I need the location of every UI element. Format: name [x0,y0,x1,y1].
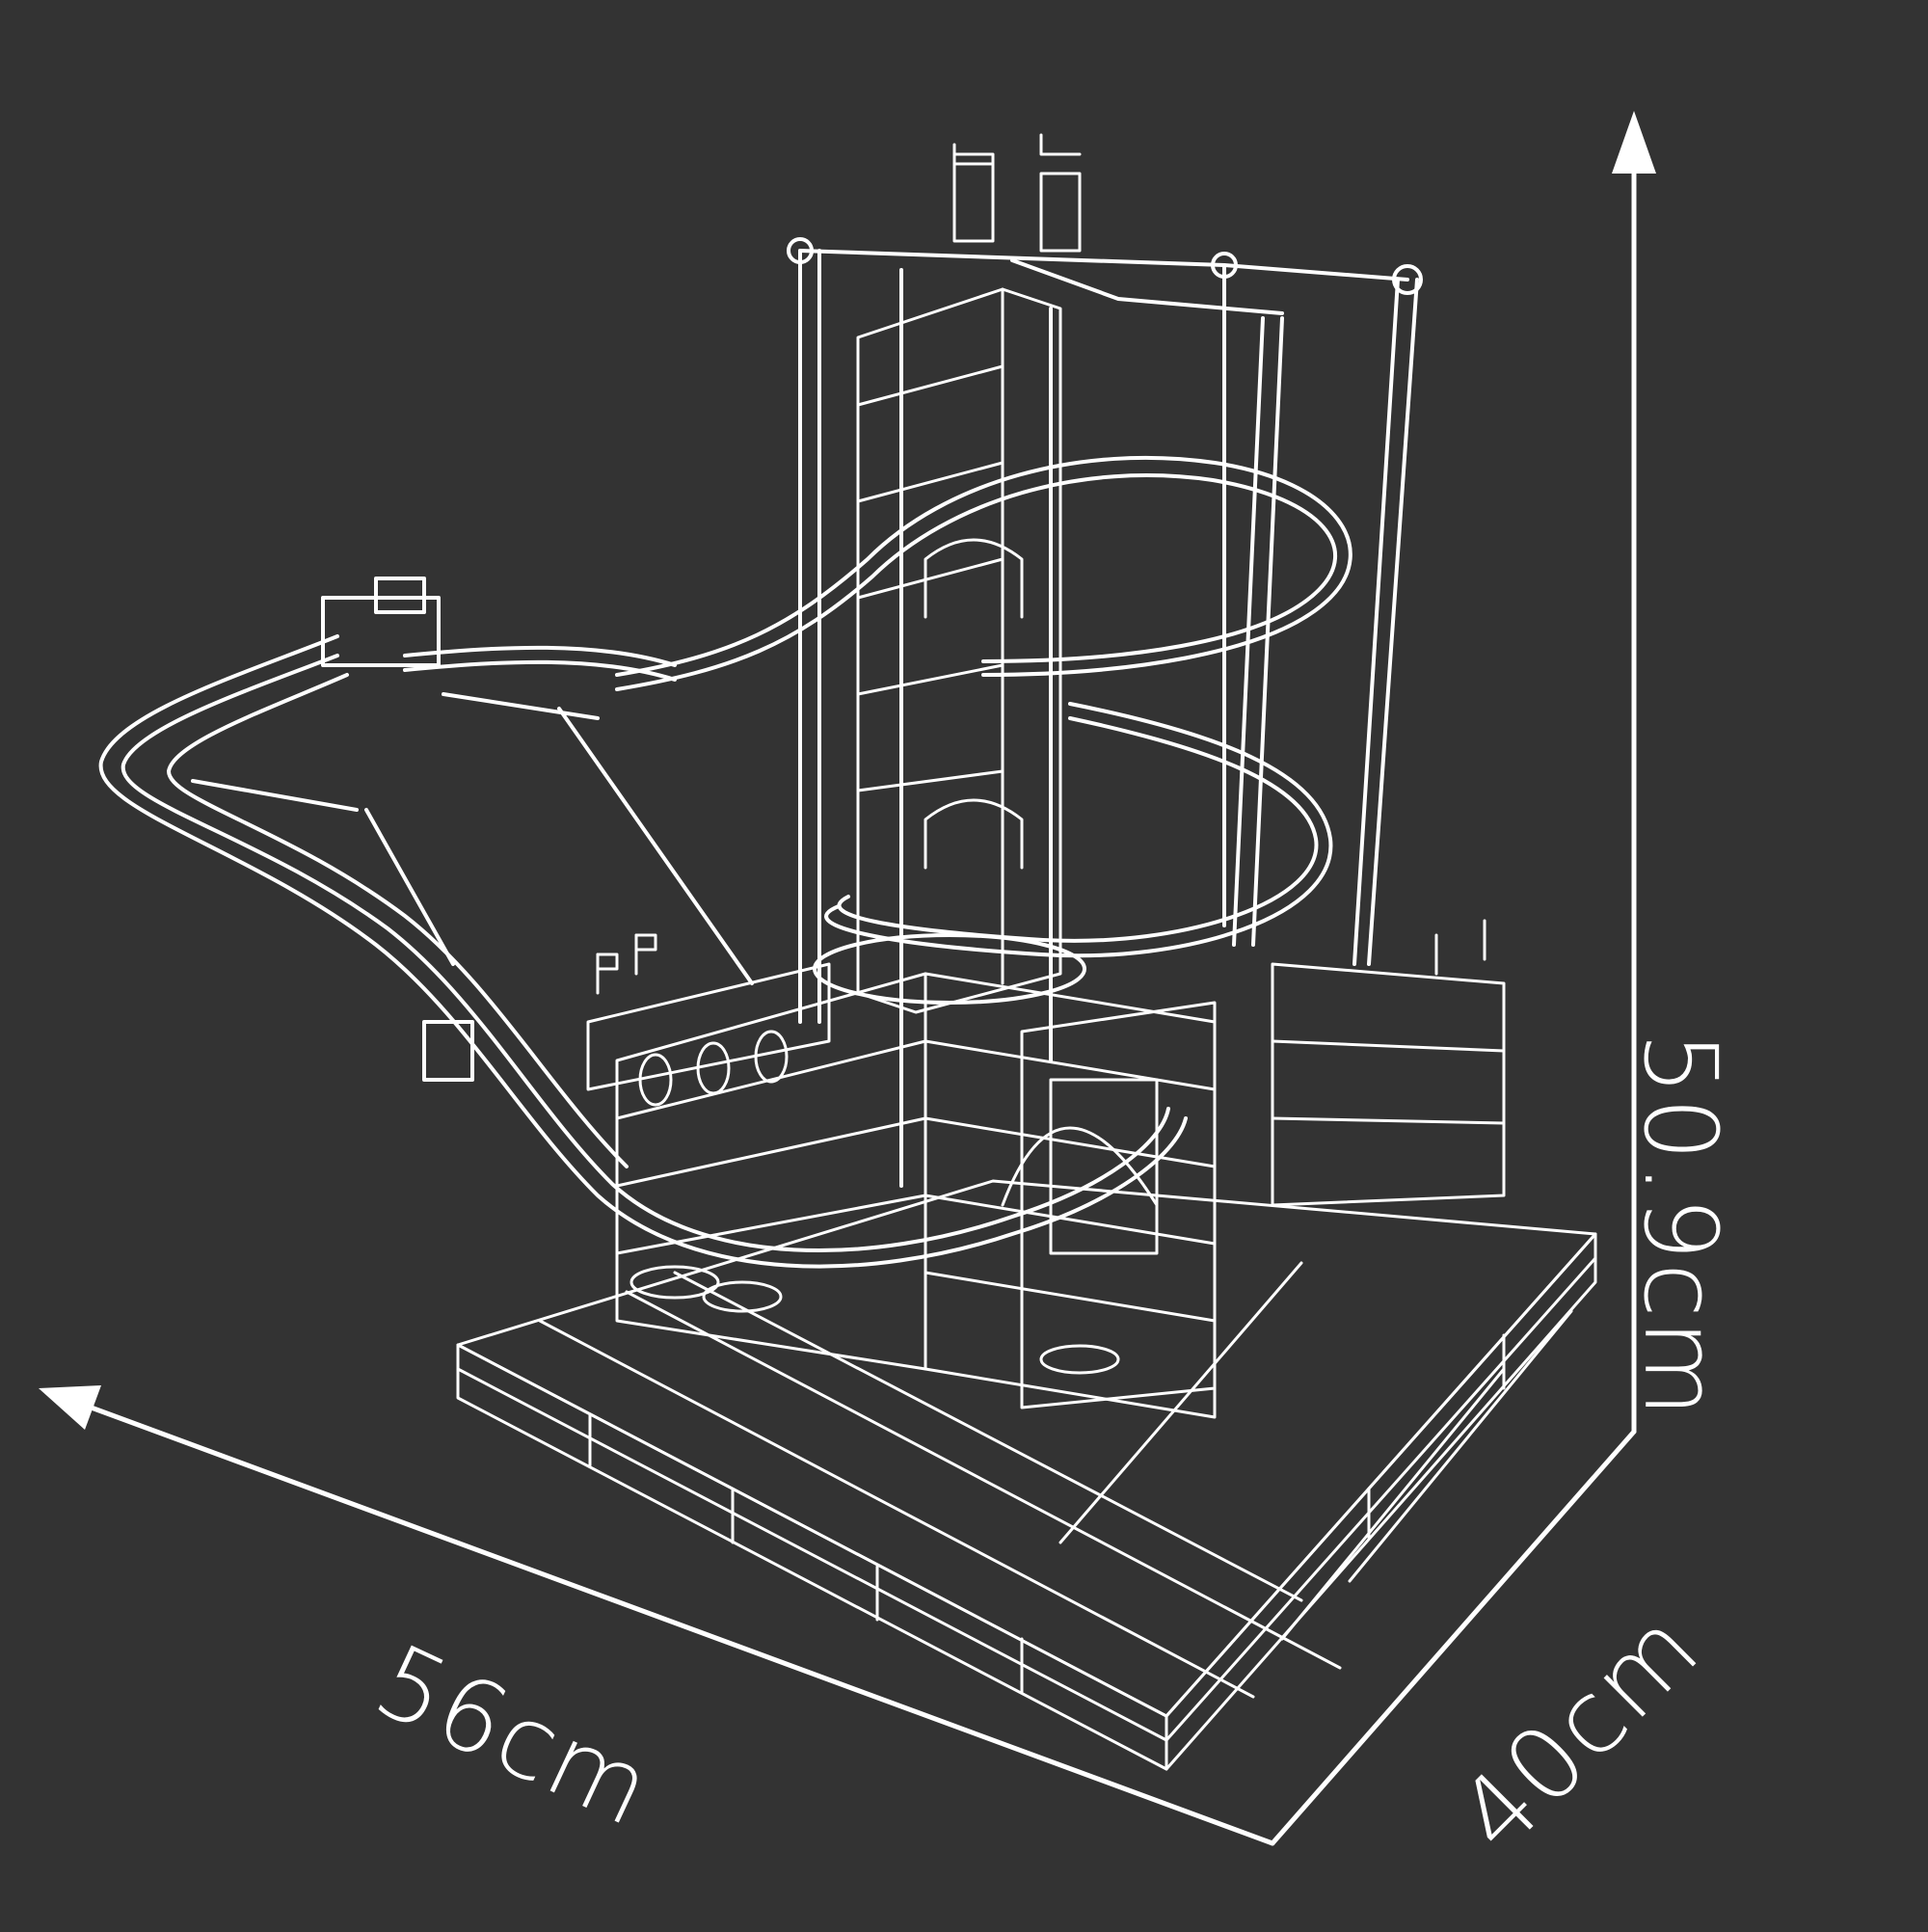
castle-walls [586,962,1506,1419]
width-dimension-line [57,1393,1275,1846]
width-arrowhead [39,1385,101,1430]
spiral-track [615,455,1352,1005]
depth-dimension-line [1270,1429,1637,1846]
descent-track [98,577,1188,1269]
dimension-lines [39,111,1656,1846]
central-tower [856,133,1082,1014]
base-plate [456,1179,1597,1771]
height-arrowhead [1612,111,1656,174]
battlement-flags [596,919,1486,995]
height-dimension-label: 50.9cm [1621,1032,1739,1420]
support-frame [787,237,1423,1188]
